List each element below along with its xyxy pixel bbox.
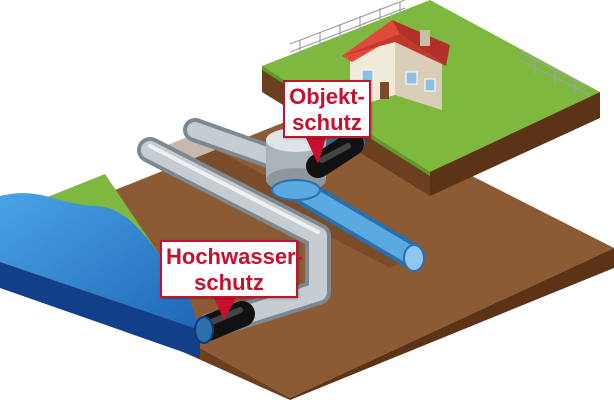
- callout-pointer-objekt: [306, 138, 326, 164]
- pipe-grey-main: [137, 137, 331, 339]
- callout-objektschutz-line1: Objekt-: [289, 84, 365, 109]
- callout-hochwasserschutz: Hochwasser- schutz: [160, 240, 303, 298]
- callout-pointer-hochwasser: [214, 298, 236, 320]
- fence: [289, 0, 591, 96]
- callout-hochwasserschutz-line1: Hochwasser-: [166, 244, 303, 269]
- callout-objektschutz-line2: schutz: [292, 110, 362, 135]
- pipe-grey-upper: [183, 118, 292, 172]
- river: [0, 174, 200, 358]
- house-icon: [342, 20, 450, 110]
- check-valve-house-icon: [306, 132, 364, 178]
- callout-hochwasserschutz-line2: schutz: [194, 270, 264, 295]
- pipe-blue-outlet: [287, 177, 425, 272]
- callout-objektschutz: Objekt- schutz: [283, 80, 371, 138]
